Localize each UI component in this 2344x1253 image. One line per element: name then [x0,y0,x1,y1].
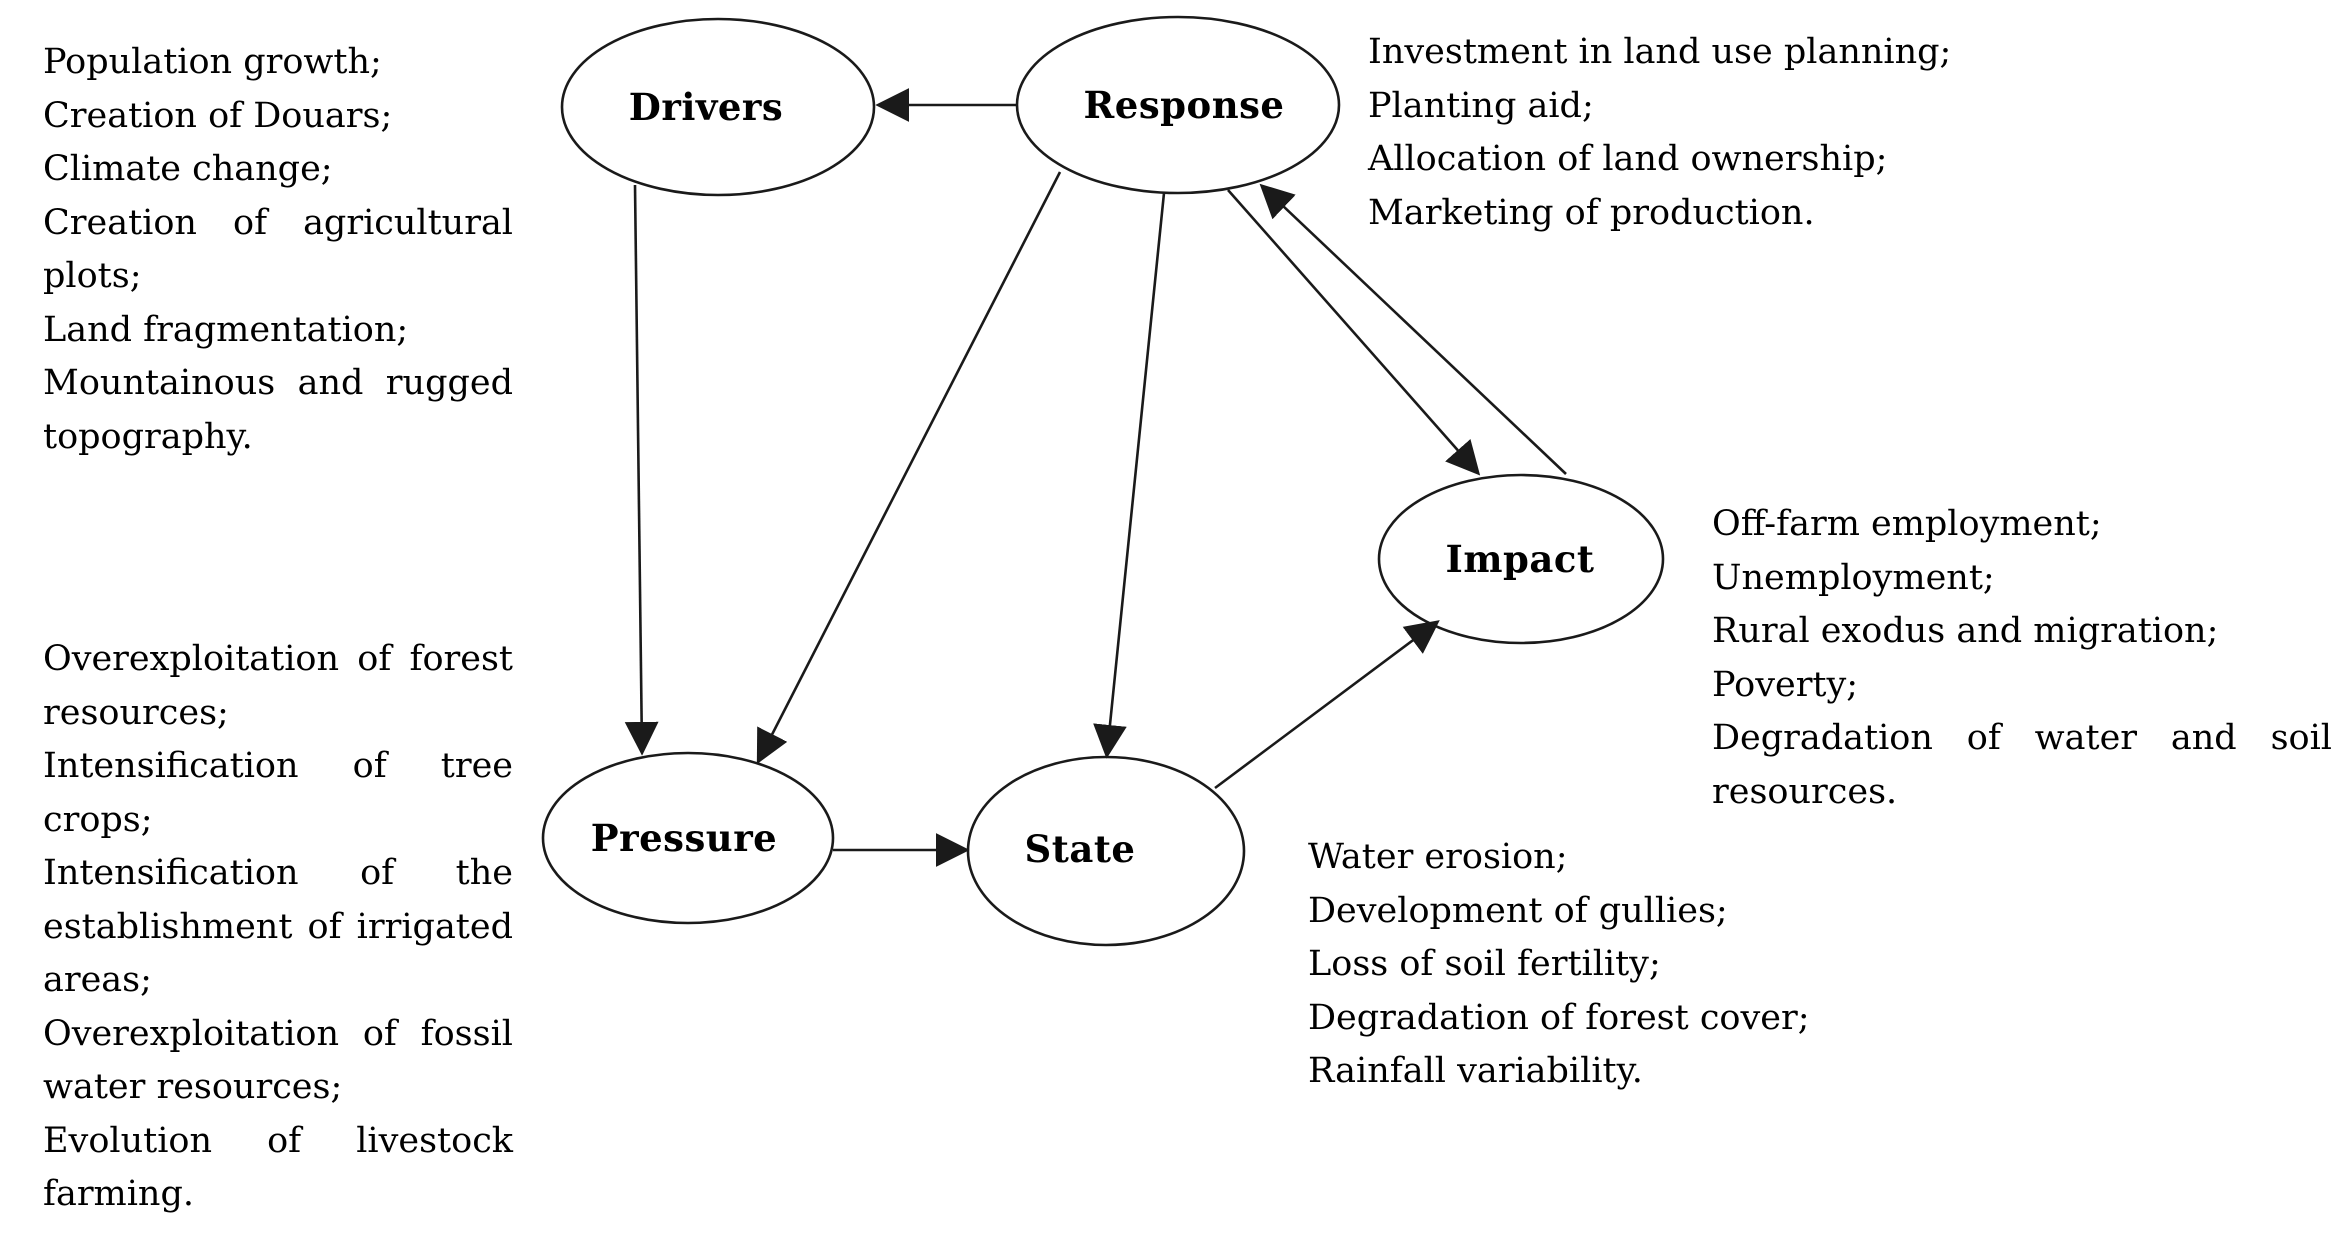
response-actions-list: Investment in land use planning; Plantin… [1368,26,2168,240]
list-line: Overexploitation of fossil [43,1013,513,1054]
list-line: Poverty; [1712,664,1859,705]
list-line: Mountainous and rugged [43,363,513,403]
list-line: Water erosion; [1308,837,1568,877]
list-line: Rural exodus and migration; [1712,611,2219,651]
list-line: Creation of agricultural [43,202,513,243]
list-line: Intensification of tree [43,746,513,786]
drivers-node-ellipse [560,17,876,197]
list-line: resources; [43,692,229,733]
state-effects-list: Water erosion; Development of gullies; L… [1308,831,2008,1099]
list-line: plots; [43,256,142,296]
list-line: Investment in land use planning; [1368,32,1952,72]
list-line: Degradation of water and soil [1712,718,2332,758]
list-line: Overexploitation of forest [43,639,513,679]
list-line: Land fragmentation; [43,309,409,350]
list-line: establishment of irrigated [43,906,513,947]
arrow-impact-to-response [1259,183,1567,475]
list-line: Rainfall variability. [1308,1051,1643,1091]
list-line: Allocation of land ownership; [1368,139,1888,179]
list-line: Loss of soil fertility; [1308,944,1661,984]
list-line: Creation of Douars; [43,95,393,136]
arrow-drivers-to-pressure [624,184,659,756]
state-node-label: State [1024,827,1136,871]
list-line: Degradation of forest cover; [1308,997,1810,1038]
list-line: farming. [43,1174,195,1214]
drivers-factors-list: Population growth; Creation of Douars; C… [43,36,513,464]
pressure-factors-list: Overexploitation of forest resources; In… [43,633,513,1222]
list-line: Evolution of livestock [43,1120,513,1161]
impact-node-ellipse [1377,473,1665,645]
arrow-state-to-impact [1214,620,1440,790]
impact-node-label: Impact [1445,537,1595,581]
list-line: Climate change; [43,149,333,189]
list-line: Unemployment; [1712,557,1995,598]
pressure-node-ellipse [541,751,835,925]
list-line: Off-farm employment; [1712,504,2102,544]
arrow-response-to-state [1093,192,1166,759]
pressure-node-label: Pressure [590,816,778,860]
list-line: Marketing of production. [1368,192,1815,233]
list-line: topography. [43,416,253,457]
arrow-response-to-impact [1227,189,1481,476]
impact-effects-list: Off-farm employment; Unemployment; Rural… [1712,498,2332,819]
list-line: Development of gullies; [1308,890,1728,931]
drivers-node-label: Drivers [628,85,784,129]
list-line: Population growth; [43,42,382,82]
list-line: resources. [1712,771,1898,812]
list-line: areas; [43,960,152,1000]
response-node-label: Response [1083,83,1285,127]
list-line: crops; [43,799,153,840]
list-line: water resources; [43,1067,343,1107]
list-line: Intensification of the [43,853,513,893]
list-line: Planting aid; [1368,85,1594,126]
arrow-response-to-pressure [756,171,1062,765]
